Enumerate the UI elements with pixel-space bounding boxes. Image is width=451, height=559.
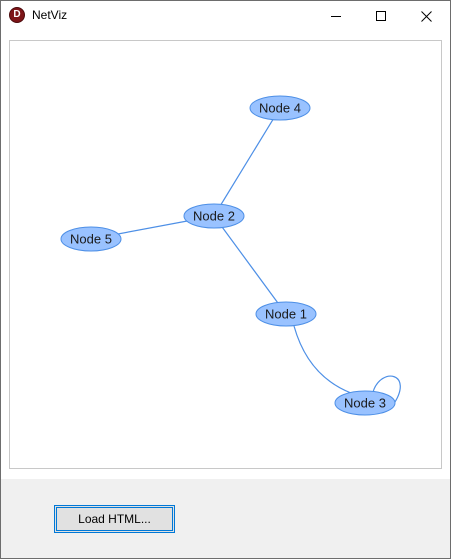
graph-node-n5[interactable]: Node 5 [60, 226, 122, 252]
node-ellipse [255, 301, 317, 327]
graph-edge-n1-n3 [293, 325, 352, 394]
minimize-button[interactable] [313, 1, 359, 31]
load-button-label: Load HTML... [78, 512, 151, 526]
node-label: Node 4 [259, 101, 301, 116]
node-label: Node 1 [265, 307, 307, 322]
window-title: NetViz [32, 8, 68, 22]
node-ellipse [60, 226, 122, 252]
maximize-button[interactable] [358, 1, 404, 31]
graph-edge-n2-n4 [213, 107, 281, 217]
node-label: Node 5 [70, 232, 112, 247]
graph-edge-n3-n3 [372, 375, 401, 406]
control-panel: Load HTML... [1, 479, 450, 558]
load-button-focus-border [56, 507, 173, 531]
graph-node-n1[interactable]: Node 1 [255, 301, 317, 327]
node-ellipse [183, 203, 245, 229]
graph-canvas[interactable]: Node 4 Node 2 Node 5 Node 1 Node 3 [9, 40, 442, 469]
node-ellipse [249, 95, 311, 121]
graph-node-n3[interactable]: Node 3 [334, 390, 396, 416]
graph-node-n4[interactable]: Node 4 [249, 95, 311, 121]
load-html-button[interactable]: Load HTML... [54, 505, 175, 533]
close-icon [421, 11, 432, 22]
node-label: Node 3 [344, 396, 386, 411]
minimize-icon [331, 16, 341, 17]
graph-node-n2[interactable]: Node 2 [183, 203, 245, 229]
netviz-app-icon[interactable]: D [9, 7, 25, 23]
graph-edge-n2-n1 [213, 215, 287, 315]
title-bar[interactable]: D NetViz [1, 1, 450, 31]
node-label: Node 2 [193, 209, 235, 224]
app-icon-letter: D [13, 9, 21, 20]
node-ellipse [334, 390, 396, 416]
network-graph[interactable]: Node 4 Node 2 Node 5 Node 1 Node 3 [10, 41, 441, 468]
maximize-icon [376, 11, 386, 21]
close-button[interactable] [403, 1, 449, 31]
